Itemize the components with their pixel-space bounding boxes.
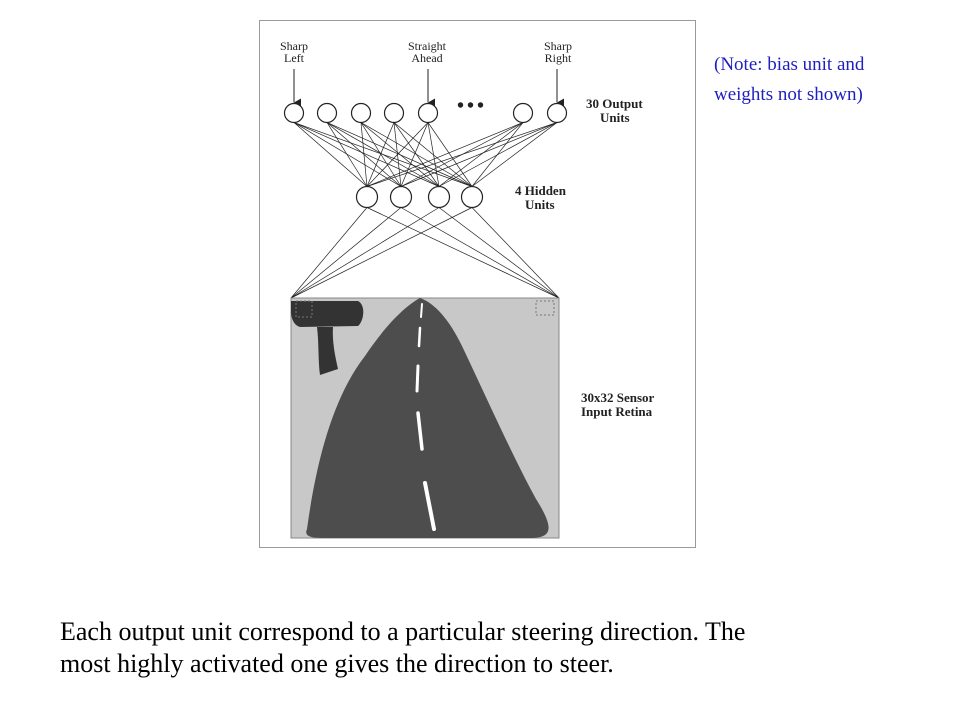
connection-output-0-hidden-0	[293, 122, 368, 187]
ellipsis: •••	[457, 95, 488, 117]
retina-pixel-right	[535, 300, 555, 316]
output-layer-line2: Units	[600, 110, 630, 125]
connection-output-0-hidden-1	[293, 122, 402, 187]
output-unit-6	[512, 102, 534, 124]
connection-output-4-hidden-2	[427, 122, 440, 187]
lane-markings	[415, 303, 436, 531]
connection-hidden-3-input-right	[471, 207, 560, 299]
straight-ahead-line2: Ahead	[411, 51, 443, 65]
lane-dash-5	[423, 481, 436, 531]
connection-hidden-0-input-right	[366, 207, 560, 299]
sharp-right-label: Sharp Right	[536, 40, 580, 64]
connection-hidden-0-input-left	[290, 207, 368, 299]
hidden-layer	[355, 185, 484, 209]
input-retina	[290, 297, 560, 539]
hidden-layer-line2: Units	[525, 197, 555, 212]
hidden-layer-line1: 4 Hidden	[515, 183, 566, 198]
note-line2: weights not shown)	[714, 84, 863, 105]
connection-output-3-hidden-3	[393, 122, 473, 187]
tree-canopy	[291, 301, 364, 327]
retina-pixel-left	[295, 300, 313, 318]
connection-output-4-hidden-1	[400, 122, 429, 187]
network-figure: Sharp Left Straight Ahead Sharp Right ••…	[259, 20, 696, 548]
hidden-unit-3	[427, 185, 451, 209]
note-line1: (Note: bias unit and	[714, 54, 865, 75]
output-layer	[283, 102, 568, 124]
tree-trunk	[317, 327, 338, 375]
connection-output-5-hidden-2	[438, 122, 524, 187]
caption-line1: Each output unit correspond to a particu…	[60, 617, 746, 646]
sharp-left-line2: Left	[284, 51, 304, 65]
road	[306, 298, 549, 538]
hidden-unit-2	[389, 185, 413, 209]
connection-hidden-1-input-right	[400, 207, 560, 299]
output-unit-1	[283, 102, 305, 124]
direction-arrows	[293, 69, 564, 107]
connection-output-4-hidden-3	[427, 122, 473, 187]
connection-output-1-hidden-2	[326, 122, 440, 187]
caption-text: Each output unit correspond to a particu…	[60, 616, 940, 680]
connection-output-2-hidden-2	[360, 122, 440, 187]
connection-output-6-hidden-1	[400, 122, 558, 187]
connection-output-3-hidden-0	[366, 122, 395, 187]
lane-dash-2	[417, 326, 422, 348]
output-unit-5	[417, 102, 439, 124]
connection-output-3-hidden-2	[393, 122, 440, 187]
connection-output-5-hidden-0	[366, 122, 524, 187]
output-unit-3	[350, 102, 372, 124]
connection-hidden-2-input-right	[438, 207, 560, 299]
hidden-unit-4	[460, 185, 484, 209]
connection-output-6-hidden-2	[438, 122, 558, 187]
caption-line2: most highly activated one gives the dire…	[60, 649, 614, 678]
input-layer-line1: 30x32 Sensor	[581, 390, 655, 405]
straight-ahead-line1: Straight	[408, 39, 446, 53]
connection-output-1-hidden-0	[326, 122, 368, 187]
input-layer-label: 30x32 Sensor Input Retina	[581, 391, 654, 419]
connection-output-2-hidden-0	[360, 122, 368, 187]
hidden-unit-1	[355, 185, 379, 209]
network-diagram	[283, 69, 568, 539]
connection-output-6-hidden-0	[366, 122, 558, 187]
lane-dash-3	[415, 364, 420, 393]
sharp-left-label: Sharp Left	[274, 40, 314, 64]
sharp-right-line2: Right	[544, 51, 572, 65]
connection-output-2-hidden-1	[360, 122, 402, 187]
hidden-input-connections	[290, 207, 560, 299]
hidden-layer-label: 4 Hidden Units	[515, 184, 566, 212]
sharp-left-line1: Sharp	[280, 39, 308, 53]
lane-dash-1	[420, 303, 423, 318]
input-layer-line2: Input Retina	[581, 404, 653, 419]
lane-dash-4	[416, 411, 424, 451]
connection-hidden-2-input-left	[290, 207, 440, 299]
connection-output-0-hidden-2	[293, 122, 440, 187]
output-hidden-connections	[293, 122, 558, 187]
output-unit-4	[383, 102, 405, 124]
sharp-right-line1: Sharp	[544, 39, 572, 53]
note-text: (Note: bias unit and weights not shown)	[714, 50, 954, 110]
output-layer-line1: 30 Output	[586, 96, 643, 111]
connection-output-4-hidden-0	[366, 122, 429, 187]
output-unit-2	[316, 102, 338, 124]
connection-hidden-3-input-left	[290, 207, 473, 299]
connection-output-6-hidden-3	[471, 122, 558, 187]
output-unit-7	[546, 102, 568, 124]
straight-ahead-label: Straight Ahead	[398, 40, 456, 64]
connection-hidden-1-input-left	[290, 207, 402, 299]
output-layer-label: 30 Output Units	[586, 97, 643, 125]
